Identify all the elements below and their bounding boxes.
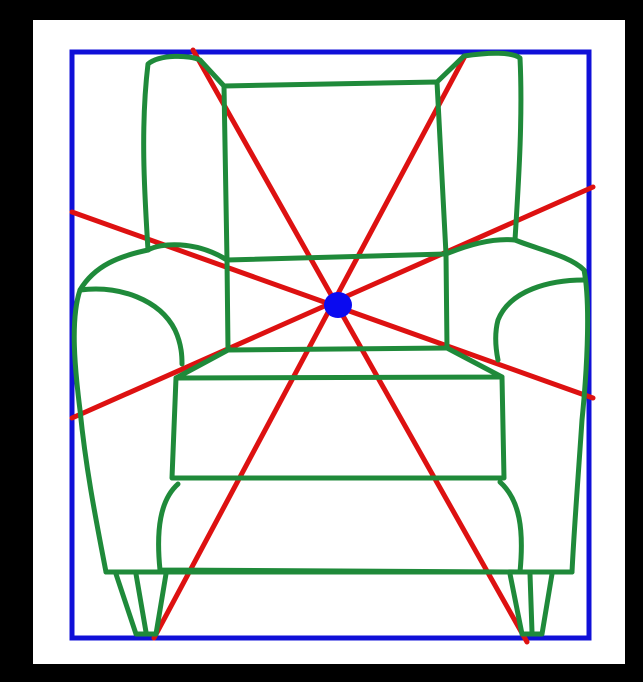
right-leg-inner (530, 574, 532, 632)
paper-background (33, 20, 625, 664)
vanishing-point (324, 292, 352, 318)
